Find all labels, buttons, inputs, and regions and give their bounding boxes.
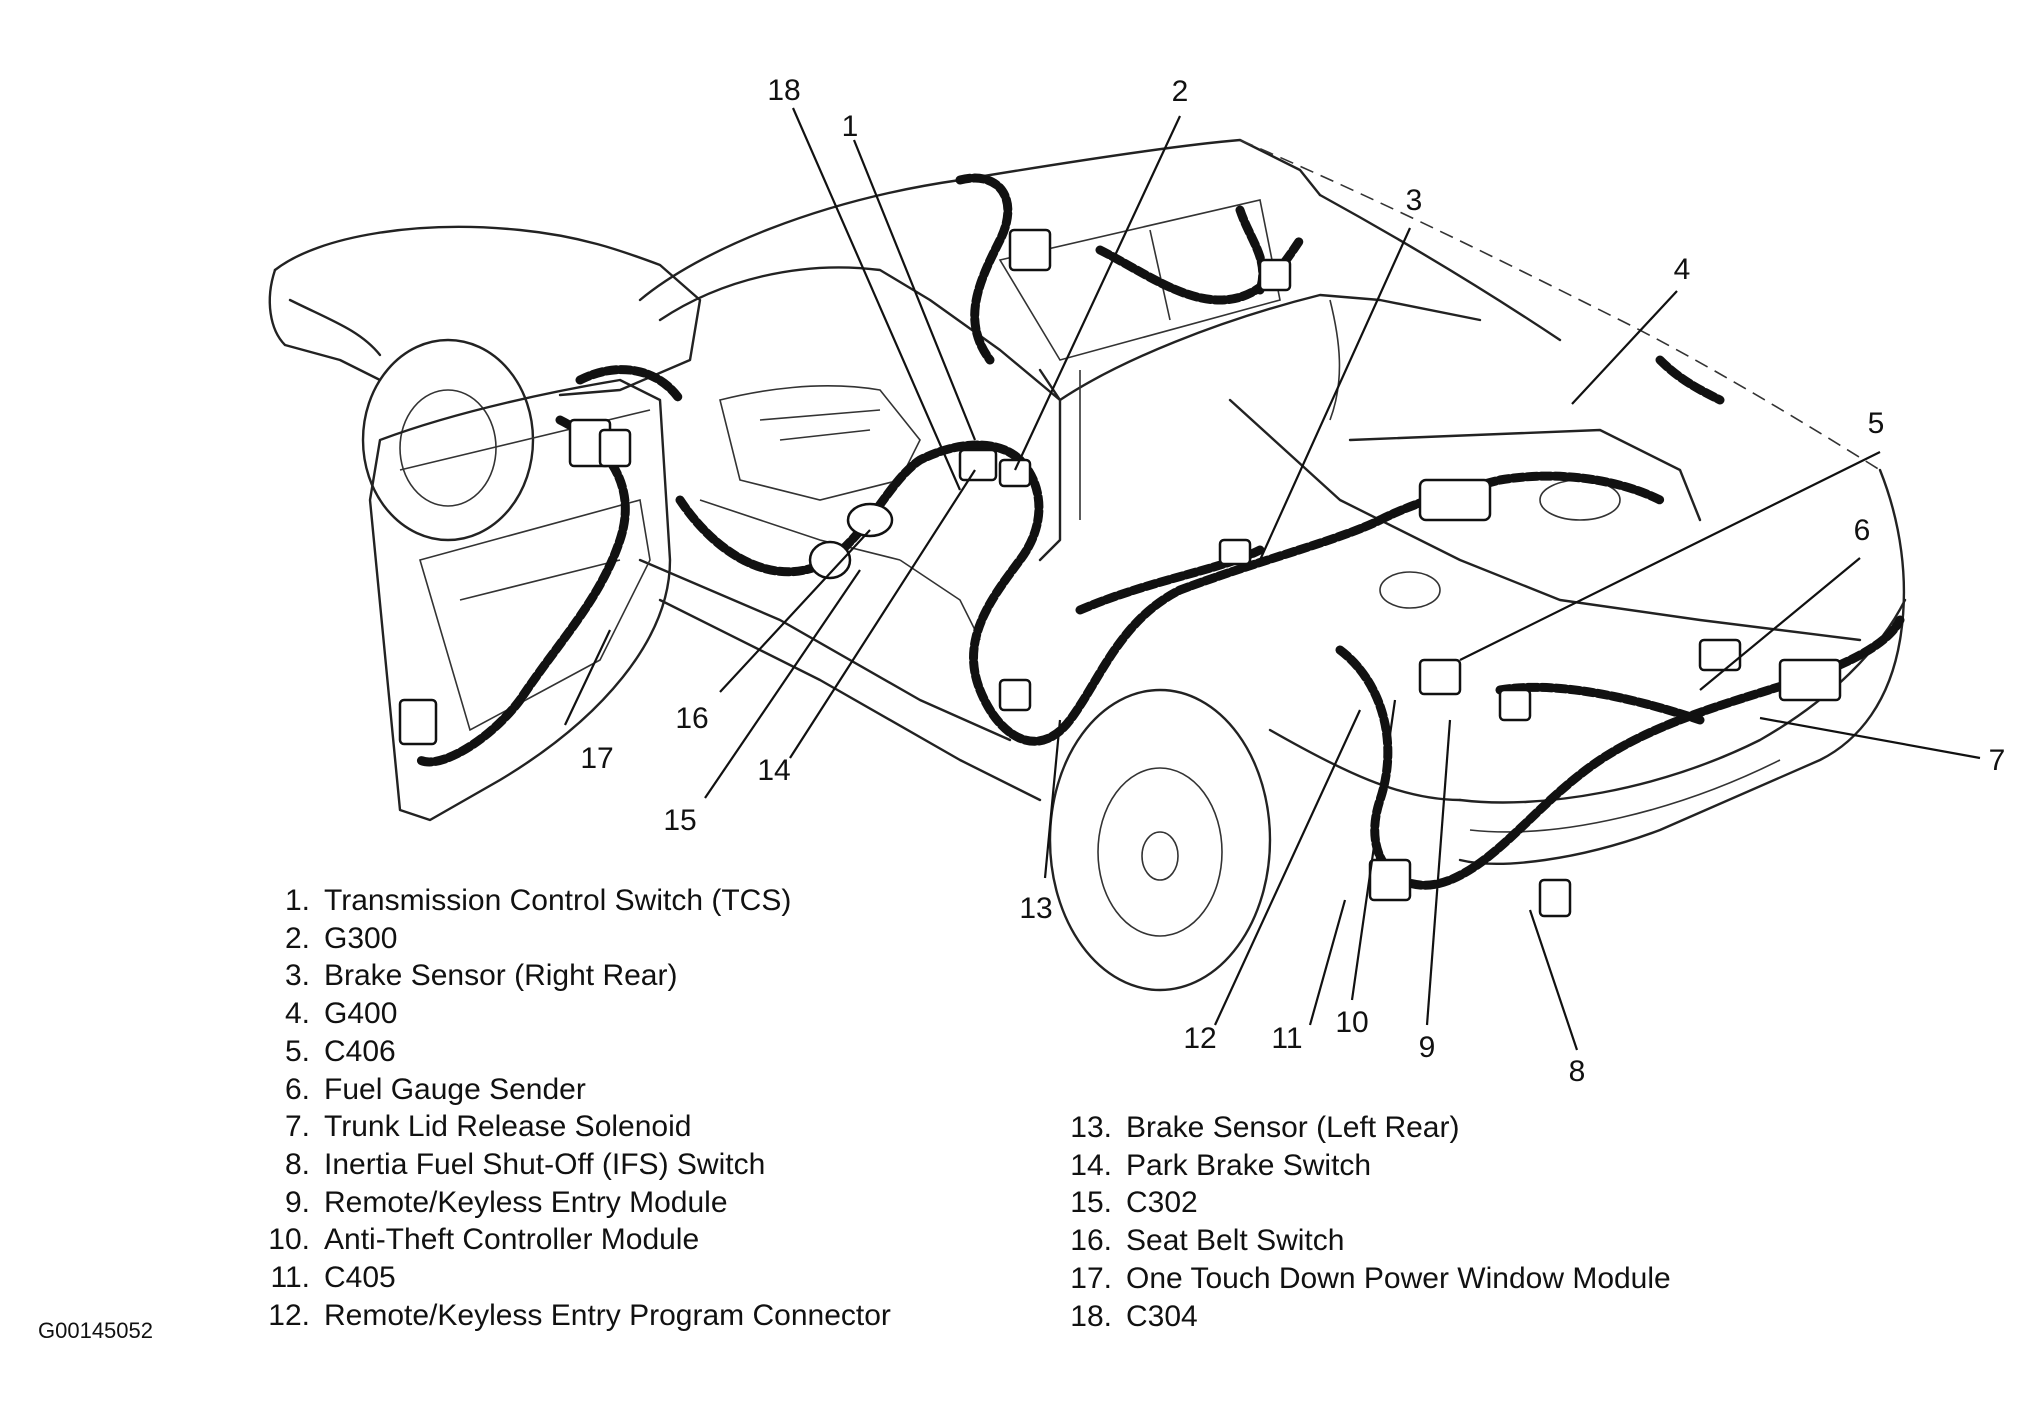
legend-right-column: 13.Brake Sensor (Left Rear) 14.Park Brak… — [1060, 1109, 1671, 1336]
callout-13: 13 — [1019, 892, 1052, 925]
legend-item: 10.Anti-Theft Controller Module — [258, 1221, 891, 1259]
legend-label: C406 — [324, 1034, 396, 1068]
legend-item: 8.Inertia Fuel Shut-Off (IFS) Switch — [258, 1146, 891, 1184]
callout-12: 12 — [1183, 1022, 1216, 1055]
callout-2: 2 — [1172, 75, 1189, 108]
legend-item: 2.G300 — [258, 920, 891, 958]
legend-item: 6.Fuel Gauge Sender — [258, 1071, 891, 1109]
legend-label: Remote/Keyless Entry Module — [324, 1185, 728, 1219]
callout-3: 3 — [1406, 184, 1423, 217]
legend-item: 17.One Touch Down Power Window Module — [1060, 1260, 1671, 1298]
callout-10: 10 — [1335, 1006, 1368, 1039]
legend-label: Park Brake Switch — [1126, 1148, 1372, 1182]
legend-item: 3.Brake Sensor (Right Rear) — [258, 957, 891, 995]
legend-label: C304 — [1126, 1299, 1198, 1333]
legend-item: 1.Transmission Control Switch (TCS) — [258, 882, 891, 920]
legend-item: 7.Trunk Lid Release Solenoid — [258, 1108, 891, 1146]
legend-label: Brake Sensor (Left Rear) — [1126, 1111, 1460, 1144]
legend-item: 13.Brake Sensor (Left Rear) — [1060, 1109, 1671, 1147]
callout-7: 7 — [1989, 744, 2006, 777]
components — [398, 228, 1842, 918]
callout-1: 1 — [842, 110, 859, 143]
legend-label: Anti-Theft Controller Module — [324, 1223, 700, 1257]
legend-item: 9.Remote/Keyless Entry Module — [258, 1184, 891, 1222]
legend-item: 14.Park Brake Switch — [1060, 1147, 1671, 1185]
legend-item: 15.C302 — [1060, 1184, 1671, 1222]
legend-item: 12.Remote/Keyless Entry Program Connecto… — [258, 1297, 891, 1335]
callout-8: 8 — [1569, 1055, 1586, 1088]
legend-item: 18.C304 — [1060, 1298, 1671, 1336]
leader-lines — [564, 107, 1981, 1051]
legend-item: 5.C406 — [258, 1033, 891, 1071]
car-body-outline — [268, 138, 1907, 992]
figure-code: G00145052 — [38, 1318, 153, 1343]
legend-label: Fuel Gauge Sender — [324, 1072, 586, 1106]
callout-11: 11 — [1271, 1022, 1302, 1055]
legend-item: 11.C405 — [258, 1259, 891, 1297]
callout-9: 9 — [1419, 1031, 1436, 1064]
callout-16: 16 — [675, 702, 708, 735]
callout-14: 14 — [757, 754, 790, 787]
callout-17: 17 — [580, 742, 613, 775]
callout-5: 5 — [1868, 407, 1885, 440]
legend-label: G300 — [324, 921, 398, 955]
legend-label: Seat Belt Switch — [1126, 1224, 1345, 1258]
callout-15: 15 — [663, 804, 696, 837]
legend-label: C405 — [324, 1261, 396, 1295]
legend-label: One Touch Down Power Window Module — [1126, 1261, 1671, 1295]
callout-4: 4 — [1674, 253, 1691, 286]
legend-label: Brake Sensor (Right Rear) — [324, 959, 678, 993]
legend-label: Trunk Lid Release Solenoid — [324, 1110, 692, 1144]
legend-label: C302 — [1126, 1186, 1198, 1220]
callout-6: 6 — [1854, 514, 1871, 547]
legend-label: G400 — [324, 997, 398, 1031]
legend-label: Remote/Keyless Entry Program Connector — [324, 1298, 891, 1332]
legend-item: 16.Seat Belt Switch — [1060, 1222, 1671, 1260]
legend-item: 4.G400 — [258, 995, 891, 1033]
callout-numbers: 18 1 2 3 4 5 6 7 8 9 10 11 12 13 14 15 1… — [580, 74, 2005, 1088]
legend-label: Inertia Fuel Shut-Off (IFS) Switch — [324, 1147, 766, 1181]
callout-18: 18 — [767, 74, 800, 107]
legend-label: Transmission Control Switch (TCS) — [324, 884, 792, 917]
legend-left-column: 1.Transmission Control Switch (TCS) 2.G3… — [258, 882, 891, 1334]
